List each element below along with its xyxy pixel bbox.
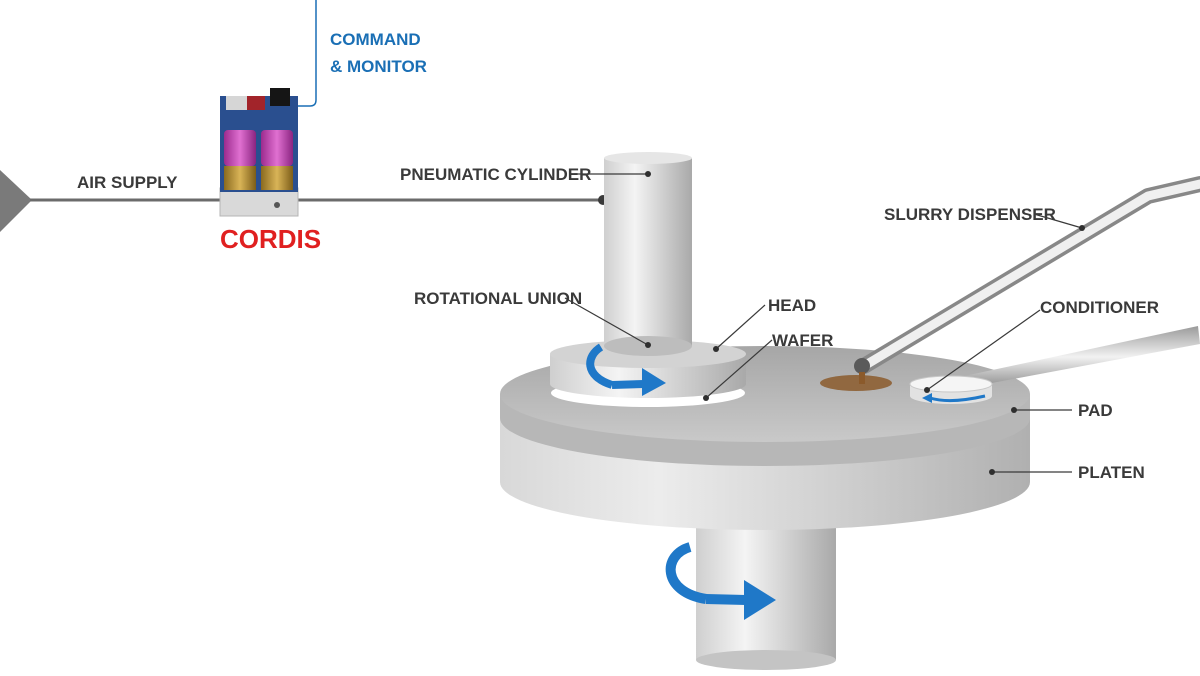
pad-label: PAD: [1078, 401, 1113, 420]
head-label: HEAD: [768, 296, 816, 315]
air-supply-label: AIR SUPPLY: [77, 173, 178, 192]
air-source-connector: [0, 170, 32, 232]
slurry-dispenser: [854, 176, 1200, 384]
slurry-puddle: [820, 375, 892, 391]
head-rotation-arrow: [586, 343, 666, 396]
conditioner-arm: [955, 326, 1200, 388]
command-monitor-line: [284, 0, 317, 107]
conditioner: [909, 326, 1200, 404]
conditioner-rotation-arrow: [929, 394, 986, 403]
slurry-dispenser-label: SLURRY DISPENSER: [884, 205, 1056, 224]
wafer-label: WAFER: [772, 331, 833, 350]
command-monitor-label-line1: COMMAND: [330, 30, 421, 49]
pad: [500, 346, 1030, 466]
pneumatic-cylinder-body: [604, 152, 692, 356]
platen-rotation-arrow: [665, 542, 776, 620]
cordis-controller: [219, 88, 299, 217]
conditioner-label: CONDITIONER: [1040, 298, 1159, 317]
pneumatic-cylinder-label: PNEUMATIC CYLINDER: [400, 165, 591, 184]
dispenser-nozzle: [854, 358, 870, 374]
rotational-union-label: ROTATIONAL UNION: [414, 289, 582, 308]
platen-label: PLATEN: [1078, 463, 1145, 482]
slurry-stream: [859, 372, 865, 384]
command-monitor-label-line2: & MONITOR: [330, 57, 427, 76]
cordis-brand-label: CORDIS: [220, 224, 321, 254]
leader-lines: [564, 171, 1085, 475]
